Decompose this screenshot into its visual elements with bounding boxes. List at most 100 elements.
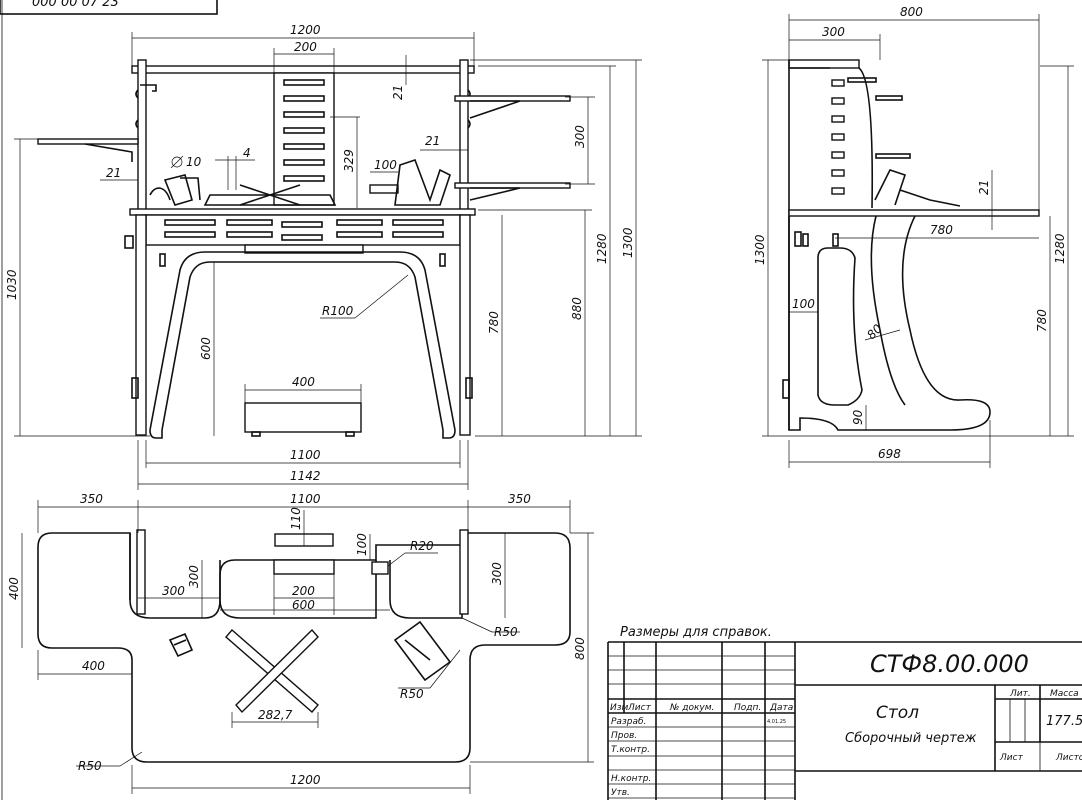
- front-footrest: [244, 402, 362, 433]
- front-desktop: [129, 208, 476, 216]
- side-book-holder: [874, 169, 961, 207]
- front-left-post: [137, 59, 147, 211]
- svg-text:Масса: Масса: [1050, 689, 1079, 699]
- svg-text:100: 100: [792, 297, 815, 311]
- svg-text:698: 698: [878, 447, 901, 461]
- svg-text:1300: 1300: [753, 234, 767, 265]
- svg-text:№ докум.: № докум.: [669, 703, 714, 713]
- front-left-leg: [135, 214, 147, 436]
- svg-text:R50: R50: [400, 687, 424, 701]
- svg-text:Лит.: Лит.: [1009, 689, 1031, 699]
- svg-text:880: 880: [570, 297, 584, 320]
- side-leg-cutout: [817, 247, 863, 406]
- side-dimensions: 800 300 21 780 1300 1280 780 100 80 90 6…: [753, 5, 1074, 468]
- svg-text:R20: R20: [410, 539, 434, 553]
- svg-text:1142: 1142: [290, 469, 321, 483]
- side-leg-outer: [788, 215, 991, 431]
- svg-text:R50: R50: [494, 625, 518, 639]
- svg-text:Подп.: Подп.: [734, 703, 761, 713]
- svg-text:200: 200: [294, 40, 317, 54]
- svg-text:300: 300: [822, 25, 845, 39]
- side-shelf-slats: [831, 77, 911, 195]
- front-tablet-holder: [163, 174, 201, 206]
- svg-text:Пров.: Пров.: [611, 731, 637, 741]
- svg-text:400: 400: [292, 375, 315, 389]
- front-drawer-rail: [244, 244, 364, 254]
- svg-text:Листов: Листов: [1055, 753, 1082, 763]
- svg-text:400: 400: [82, 659, 105, 673]
- front-clamp: [369, 184, 399, 194]
- svg-text:350: 350: [80, 492, 103, 506]
- svg-text:1300: 1300: [621, 227, 635, 258]
- svg-text:600: 600: [292, 598, 315, 612]
- front-stand: [203, 194, 337, 206]
- reference-note: Размеры для справок.: [620, 625, 772, 640]
- svg-text:329: 329: [342, 149, 356, 172]
- front-book-holder: [394, 158, 451, 206]
- side-desktop: [788, 209, 1040, 217]
- plan-book-holder: [393, 620, 452, 682]
- document-type: Сборочный чертеж: [845, 731, 977, 746]
- svg-text:1030: 1030: [5, 269, 19, 300]
- svg-text:100: 100: [355, 533, 369, 556]
- svg-text:1280: 1280: [1053, 233, 1067, 264]
- plan-dimensions: 350 1100 350 400 110 100 R20 300 300 300…: [7, 492, 594, 794]
- front-dimensions: 1200 200 21 329 10 4 21 100 21 300: [5, 23, 642, 490]
- svg-text:90: 90: [851, 409, 865, 425]
- plan-small-part: [168, 632, 194, 658]
- plan-left-panel: [136, 529, 146, 615]
- svg-text:21: 21: [391, 85, 405, 100]
- svg-text:300: 300: [573, 125, 587, 148]
- plan-right-panel: [459, 529, 469, 615]
- svg-text:R100: R100: [322, 304, 354, 318]
- svg-text:R50: R50: [78, 759, 102, 773]
- front-shelf-slots: [283, 79, 325, 182]
- svg-text:780: 780: [487, 311, 501, 334]
- svg-text:Лист: Лист: [627, 703, 652, 713]
- svg-text:4.01.25: 4.01.25: [767, 719, 786, 725]
- front-shelf-column: [273, 72, 335, 206]
- svg-text:000 00 07 23: 000 00 07 23: [32, 0, 119, 10]
- front-hook: [140, 84, 157, 92]
- svg-text:1200: 1200: [290, 23, 321, 37]
- corner-stamp: 000 00 07 23: [0, 0, 218, 15]
- svg-text:800: 800: [900, 5, 923, 19]
- svg-text:Разраб.: Разраб.: [611, 717, 646, 727]
- svg-text:600: 600: [199, 337, 213, 360]
- svg-text:Утв.: Утв.: [611, 788, 630, 798]
- svg-text:110: 110: [289, 507, 303, 530]
- side-view: 800 300 21 780 1300 1280 780 100 80 90 6…: [753, 5, 1074, 468]
- svg-text:Дата: Дата: [769, 703, 793, 713]
- designation: СТФ8.00.000: [870, 650, 1029, 678]
- front-left-side-shelf: [37, 138, 139, 145]
- svg-text:300: 300: [187, 565, 201, 588]
- front-right-leg: [459, 214, 471, 436]
- side-top-shelf: [788, 59, 860, 69]
- svg-text:780: 780: [930, 223, 953, 237]
- svg-text:780: 780: [1035, 309, 1049, 332]
- svg-text:282,7: 282,7: [258, 708, 293, 722]
- front-view: 1200 200 21 329 10 4 21 100 21 300: [5, 23, 642, 490]
- svg-text:21: 21: [425, 134, 440, 148]
- front-arch-inner: [161, 261, 444, 431]
- svg-text:Т.контр.: Т.контр.: [611, 745, 650, 755]
- svg-text:800: 800: [573, 637, 587, 660]
- svg-text:1280: 1280: [595, 233, 609, 264]
- svg-text:10: 10: [186, 155, 202, 169]
- svg-text:1100: 1100: [290, 448, 321, 462]
- svg-text:350: 350: [508, 492, 531, 506]
- svg-text:21: 21: [977, 180, 991, 195]
- front-apron-slots: [164, 219, 444, 241]
- svg-text:Н.контр.: Н.контр.: [611, 774, 651, 784]
- plan-slot: [273, 559, 335, 575]
- svg-text:100: 100: [374, 158, 397, 172]
- mass-value: 177.59: [1046, 714, 1082, 729]
- plan-clamp: [371, 561, 389, 575]
- svg-text:Лист: Лист: [999, 753, 1024, 763]
- front-top-board: [131, 65, 475, 74]
- svg-text:200: 200: [292, 584, 315, 598]
- svg-text:4: 4: [243, 146, 251, 160]
- svg-text:400: 400: [7, 577, 21, 600]
- svg-text:300: 300: [490, 562, 504, 585]
